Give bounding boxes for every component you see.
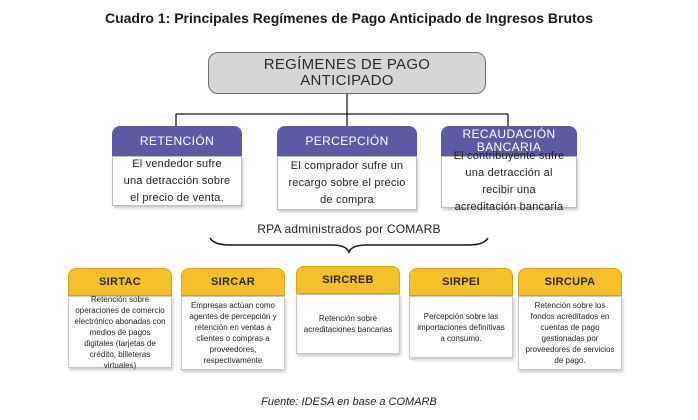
regime-header-sirpei: SIRPEI bbox=[409, 268, 513, 296]
root-title-line-1: REGÍMENES DE PAGO bbox=[263, 56, 431, 73]
curly-brace bbox=[209, 237, 489, 255]
root-title-line-2: ANTICIPADO bbox=[300, 72, 394, 89]
regime-header-sircar: SIRCAR bbox=[181, 268, 285, 296]
category-header-retencion: RETENCIÓN bbox=[112, 126, 242, 156]
regime-body-sircar: Empresas actúan como agentes de percepci… bbox=[181, 296, 285, 370]
category-body-percepcion: El comprador sufre un recargo sobre el p… bbox=[277, 156, 417, 210]
category-body-recaudacion-bancaria: El contribuyente sufre una detracción al… bbox=[441, 150, 577, 213]
source-note: Fuente: IDESA en base a COMARB bbox=[261, 396, 437, 408]
regime-header-sircupa: SIRCUPA bbox=[518, 268, 622, 296]
regime-body-sircreb: Retención sobre acreditaciones bancarias bbox=[296, 294, 400, 354]
root-node: REGÍMENES DE PAGO ANTICIPADO bbox=[208, 52, 486, 94]
regime-header-sircreb: SIRCREB bbox=[296, 266, 400, 294]
regime-body-sircupa: Retención sobre los fondos acreditados e… bbox=[518, 296, 622, 370]
category-body-retencion: El vendedor sufre una detracción sobre e… bbox=[112, 156, 242, 206]
category-header-percepcion: PERCEPCIÓN bbox=[277, 126, 417, 156]
category-header-recaudacion-bancaria: RECAUDACIÓN BANCARIA bbox=[441, 126, 577, 156]
regime-body-sirtac: Retención sobre operaciones de comercio … bbox=[68, 295, 172, 370]
group-label: RPA administrados por COMARB bbox=[257, 222, 441, 236]
regime-body-sirpei: Percepción sobre las importaciones defin… bbox=[409, 296, 513, 358]
regime-header-sirtac: SIRTAC bbox=[68, 268, 172, 296]
figure-title: Cuadro 1: Principales Regímenes de Pago … bbox=[104, 10, 594, 26]
